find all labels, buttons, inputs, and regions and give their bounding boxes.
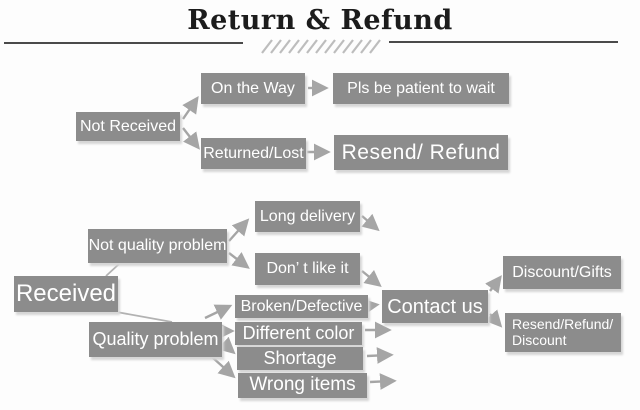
arrow-quality-broken: [204, 304, 233, 320]
arrow-contact-resend-refund-discount: [484, 309, 503, 328]
arrow-quality-shortage: [217, 336, 236, 355]
arrow-not-received-on-the-way: [182, 96, 199, 120]
node-discount-gifts: Discount/Gifts: [503, 256, 621, 289]
arrow-long-delivery-contact: [361, 213, 380, 232]
node-wrong-items: Wrong items: [238, 373, 367, 398]
arrow-not-quality-long-delivery: [228, 218, 250, 242]
node-not-quality-problem: Not quality problem: [88, 229, 227, 263]
flow-arrows: [182, 79, 503, 390]
node-quality-problem: Quality problem: [89, 322, 222, 357]
node-resend-refund-discount-line2: Discount: [512, 331, 567, 348]
connector-lines: [105, 263, 173, 323]
arrow-contact-discount-gifts: [485, 275, 502, 294]
node-not-received: Not Received: [76, 112, 180, 141]
node-resend-refund: Resend/ Refund: [334, 135, 508, 170]
node-dont-like-it: Don’ t like it: [255, 253, 360, 285]
node-different-color: Different color: [235, 322, 362, 345]
title-divider: [4, 39, 618, 54]
node-pls-be-patient: Pls be patient to wait: [333, 73, 509, 104]
arrow-shortage-right: [366, 347, 394, 364]
node-resend-refund-discount: Resend/Refund/ Discount: [505, 313, 621, 352]
node-returned-lost: Returned/Lost: [201, 138, 306, 169]
hatch-marks-icon: [261, 39, 381, 54]
arrow-wrong-items-right: [369, 373, 397, 390]
node-on-the-way: On the Way: [201, 73, 305, 104]
node-contact-us: Contact us: [382, 290, 488, 323]
node-resend-refund-discount-line1: Resend/Refund/: [512, 316, 614, 333]
node-long-delivery: Long delivery: [255, 201, 360, 232]
arrow-dont-like-contact: [361, 269, 382, 288]
arrow-not-quality-dont-like: [228, 252, 250, 269]
arrow-not-received-returned-lost: [182, 127, 200, 150]
node-broken-defective: Broken/Defective: [235, 295, 368, 318]
arrow-broken-contact: [361, 298, 380, 316]
node-shortage: Shortage: [237, 347, 363, 370]
node-received: Received: [14, 276, 118, 312]
page-title: Return & Refund: [187, 5, 453, 36]
arrow-quality-wrong-items: [211, 356, 236, 379]
